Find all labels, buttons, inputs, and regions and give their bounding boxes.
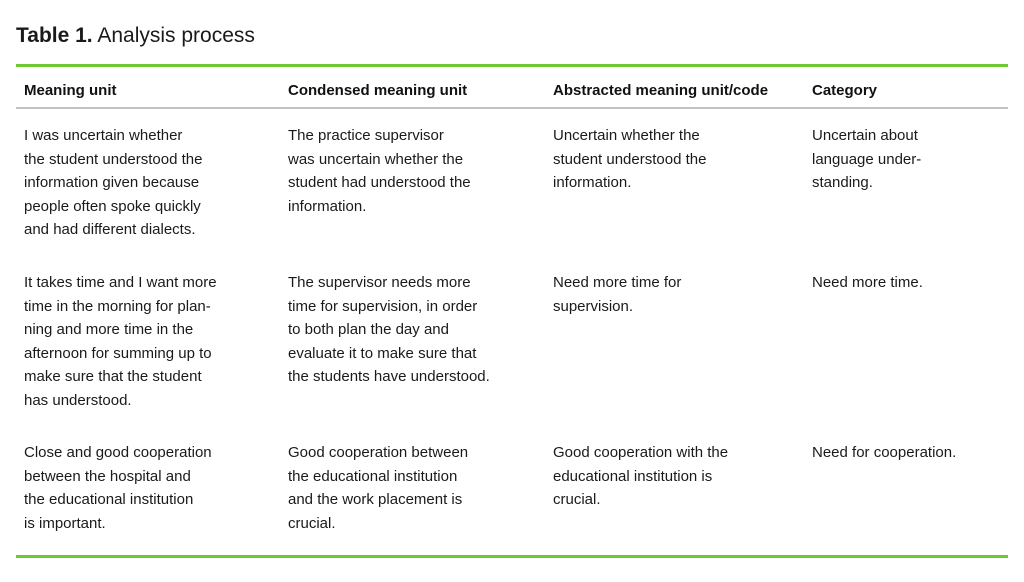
cell-abstracted-meaning-unit-code: Need more time for supervision.	[553, 274, 682, 315]
cell-condensed-meaning-unit: The supervisor needs more time for super…	[288, 274, 490, 386]
table-caption-title: Analysis process	[97, 24, 255, 47]
cell-category: Need for cooperation.	[812, 444, 957, 461]
table-caption-label: Table 1.	[16, 24, 93, 47]
cell-condensed-meaning-unit: The practice supervisor was uncertain wh…	[288, 127, 471, 215]
column-header-meaning-unit: Meaning unit	[24, 82, 117, 99]
column-header-category: Category	[812, 82, 878, 99]
table-body: I was uncertain whether the student unde…	[24, 124, 1008, 561]
table-row: It takes time and I want more time in th…	[24, 271, 1008, 441]
cell-meaning-unit: I was uncertain whether the student unde…	[24, 127, 203, 239]
cell-condensed-meaning-unit: Good cooperation between the educational…	[288, 444, 469, 532]
table-top-rule	[16, 64, 1008, 67]
column-header-condensed-meaning-unit: Condensed meaning unit	[288, 82, 468, 99]
column-header-abstracted-meaning-unit-code: Abstracted meaning unit/code	[553, 82, 769, 99]
cell-meaning-unit: It takes time and I want more time in th…	[24, 274, 217, 409]
cell-meaning-unit: Close and good cooperation between the h…	[24, 444, 212, 532]
cell-abstracted-meaning-unit-code: Good cooperation with the educational in…	[553, 444, 729, 509]
table-header-rule	[16, 107, 1008, 109]
table-bottom-rule	[16, 555, 1008, 558]
cell-abstracted-meaning-unit-code: Uncertain whether the student understood…	[553, 127, 707, 192]
table-row: Close and good cooperation between the h…	[24, 441, 1008, 561]
table-header-row: Meaning unit Condensed meaning unit Abst…	[24, 80, 1008, 102]
table-row: I was uncertain whether the student unde…	[24, 124, 1008, 271]
table-caption: Table 1. Analysis process	[16, 22, 255, 50]
cell-category: Uncertain about language under- standing…	[812, 127, 922, 192]
cell-category: Need more time.	[812, 274, 923, 291]
